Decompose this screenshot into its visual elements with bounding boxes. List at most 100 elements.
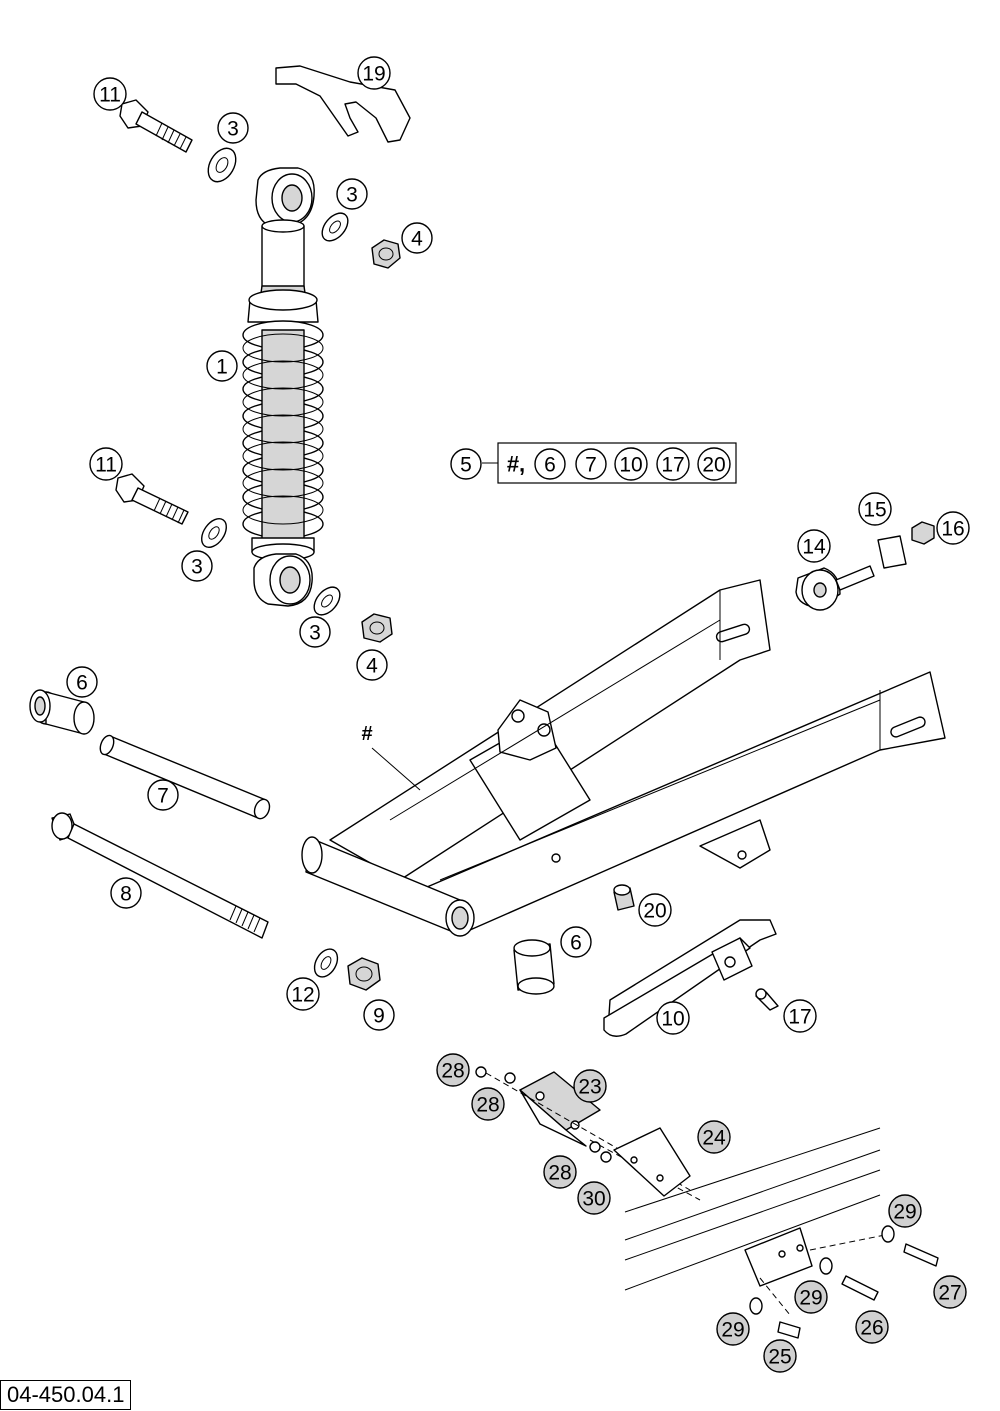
callout-28: 28	[543, 1155, 577, 1189]
callout-label: 6	[76, 672, 88, 695]
callout-6: 6	[534, 448, 566, 480]
callout-6: 6	[560, 926, 592, 958]
callout-label: 11	[99, 84, 121, 107]
callout-29: 29	[888, 1194, 922, 1228]
callout-label: 12	[291, 984, 314, 1007]
chain-adjuster-part-14	[795, 565, 875, 611]
callout-label: 4	[366, 655, 378, 678]
callout-label: 4	[411, 228, 423, 251]
callout-3: 3	[217, 112, 249, 144]
callout-label: 20	[702, 454, 725, 477]
bolt-part-11-top	[119, 99, 193, 153]
washer-part-3-bottom-right	[313, 586, 341, 616]
callout-11: 11	[89, 447, 123, 481]
callout-label: 27	[938, 1282, 961, 1305]
axle-part-8	[51, 812, 269, 939]
callout-label: 5	[460, 454, 472, 477]
nut-part-4-bottom	[361, 613, 393, 643]
callout-label: 28	[441, 1060, 464, 1083]
callout-28: 28	[436, 1053, 470, 1087]
callout-label: 19	[362, 63, 385, 86]
callout-label: 10	[619, 454, 642, 477]
callout-16: 16	[936, 511, 970, 545]
callout-29: 29	[794, 1280, 828, 1314]
callout-26: 26	[855, 1310, 889, 1344]
nut-part-16	[911, 521, 935, 545]
callout-19: 19	[357, 56, 391, 90]
callout-label: 24	[702, 1127, 726, 1150]
callout-30: 30	[577, 1181, 611, 1215]
callout-17: 17	[656, 447, 690, 481]
callout-label: 6	[544, 454, 556, 477]
callout-3: 3	[336, 178, 368, 210]
callout-17: 17	[783, 999, 817, 1033]
washer-part-3-top-right	[321, 212, 349, 242]
callout-label: 28	[548, 1162, 571, 1185]
callout-label: 14	[802, 536, 826, 559]
callout-27: 27	[933, 1275, 967, 1309]
callout-label: 17	[661, 454, 684, 477]
callout-6: 6	[66, 666, 98, 698]
callout-label: 3	[227, 118, 239, 141]
callout-label: 3	[309, 622, 321, 645]
callout-label: 29	[721, 1319, 744, 1342]
callout-label: 11	[95, 454, 117, 477]
bushing-part-6-right	[513, 939, 555, 995]
callout-14: 14	[797, 529, 831, 563]
diagram-code: 04-450.04.1	[0, 1380, 132, 1410]
callout-label: 29	[893, 1201, 916, 1224]
callout-label: 3	[346, 184, 358, 207]
callout-label: 20	[643, 900, 666, 923]
chain-slider-part-10	[603, 919, 777, 1037]
callout-label: 10	[661, 1008, 684, 1031]
callout-9: 9	[363, 999, 395, 1031]
callout-label: 26	[860, 1317, 883, 1340]
chain-guide-assembly	[475, 1066, 939, 1339]
callout-label: 9	[373, 1005, 385, 1028]
kit-box-prefix: #,	[507, 452, 525, 477]
callout-8: 8	[110, 877, 142, 909]
callout-10: 10	[614, 447, 648, 481]
callout-label: 23	[578, 1076, 601, 1099]
callout-label: 28	[476, 1094, 499, 1117]
nut-part-9	[347, 957, 381, 991]
bolt-part-11-bottom	[115, 473, 189, 525]
tube-part-7	[99, 734, 271, 820]
callout-3: 3	[299, 616, 331, 648]
swingarm-mark: #	[361, 723, 372, 745]
spacer-part-20	[613, 884, 635, 911]
callout-15: 15	[858, 492, 892, 526]
callout-label: 25	[768, 1346, 791, 1369]
callout-29: 29	[716, 1312, 750, 1346]
callout-1: 1	[206, 350, 238, 382]
callout-10: 10	[656, 1001, 690, 1035]
callout-label: 1	[216, 356, 228, 379]
washer-part-3-top-left	[207, 147, 237, 183]
spring-coils	[242, 320, 324, 541]
callout-7: 7	[147, 779, 179, 811]
callout-3: 3	[181, 550, 213, 582]
callout-25: 25	[763, 1339, 797, 1373]
callout-label: 6	[570, 932, 582, 955]
callout-label: 17	[788, 1006, 811, 1029]
callout-label: 30	[582, 1188, 605, 1211]
washer-part-12	[313, 948, 339, 978]
nut-part-4-top	[371, 239, 401, 269]
callout-4: 4	[356, 649, 388, 681]
callout-label: 3	[191, 556, 203, 579]
callout-4: 4	[401, 222, 433, 254]
callout-label: 15	[863, 499, 886, 522]
shock-absorber-part-1	[242, 167, 324, 607]
callout-label: 7	[157, 785, 169, 808]
plate-part-15	[877, 535, 907, 569]
callout-7: 7	[575, 448, 607, 480]
callout-label: 29	[799, 1287, 822, 1310]
washer-part-3-bottom-left	[200, 517, 228, 549]
callout-11: 11	[93, 77, 127, 111]
swingarm: #	[301, 579, 946, 937]
screw-part-17	[755, 988, 779, 1011]
callout-28: 28	[471, 1087, 505, 1121]
callout-24: 24	[697, 1120, 731, 1154]
